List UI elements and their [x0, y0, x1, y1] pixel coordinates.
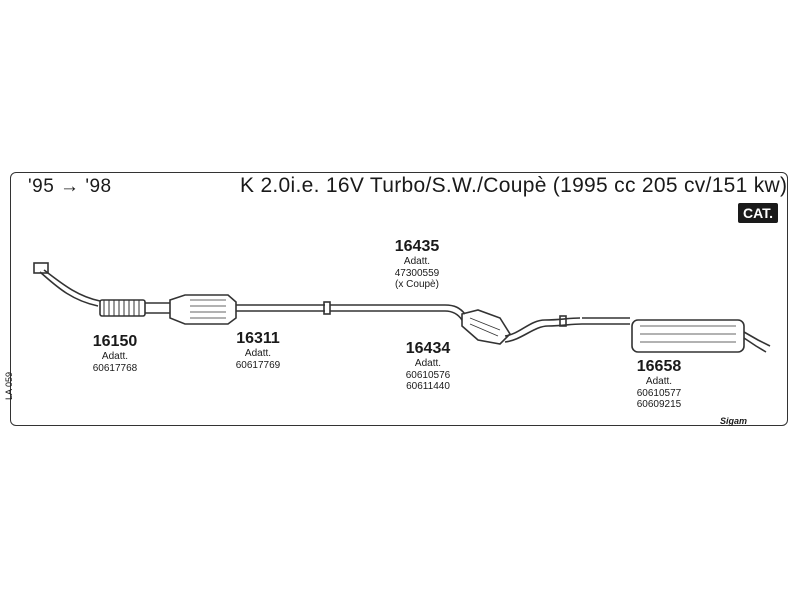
part-line: 60610577 — [636, 387, 682, 399]
part-16658: 16658 Adatt. 60610577 60609215 — [626, 358, 692, 411]
flex-pipe-shape — [99, 299, 146, 317]
part-line: Adatt. — [244, 348, 272, 360]
part-number: 16434 — [405, 340, 451, 357]
tailpipe — [743, 331, 771, 353]
part-line: (x Coupè) — [395, 279, 439, 291]
part-line: Adatt. — [101, 351, 129, 363]
year-range: '95 → '98 — [28, 176, 112, 197]
vehicle-title: K 2.0i.e. 16V Turbo/S.W./Coupè (1995 cc … — [240, 174, 788, 197]
part-number: 16150 — [92, 333, 138, 350]
part-16434: 16434 Adatt. 60610576 60611440 — [395, 340, 461, 393]
middle-pipe — [236, 304, 325, 312]
part-line: Adatt. — [414, 358, 442, 370]
part-line: 60617769 — [235, 359, 281, 371]
part-line: 60617768 — [92, 362, 138, 374]
diagram-code: LA 059 — [4, 371, 14, 400]
part-line: Adatt. — [403, 256, 431, 268]
part-line: Adatt. — [645, 376, 673, 388]
part-number: 16311 — [236, 330, 280, 347]
part-16435: 16435 Adatt. 47300559 (x Coupè) — [382, 238, 452, 291]
brand-logo: Sigam — [720, 416, 748, 426]
part-line: 60610576 — [405, 369, 451, 381]
catalyst-shape — [169, 294, 237, 325]
rear-muffler-shape — [631, 319, 745, 353]
part-number: 16435 — [394, 238, 440, 255]
part-16311: 16311 Adatt. 60617769 — [228, 330, 288, 371]
part-number: 16658 — [636, 358, 682, 375]
diagram-frame — [10, 172, 788, 426]
front-pipe-upper — [39, 271, 99, 307]
part-line: 60609215 — [636, 399, 682, 411]
resonator-shape — [461, 309, 512, 345]
cat-badge: CAT. — [738, 203, 779, 223]
part-16150: 16150 Adatt. 60617768 — [85, 333, 145, 374]
part-line: 60611440 — [406, 381, 450, 393]
connector-pipe — [504, 317, 583, 343]
part-line: 47300559 — [394, 267, 440, 279]
